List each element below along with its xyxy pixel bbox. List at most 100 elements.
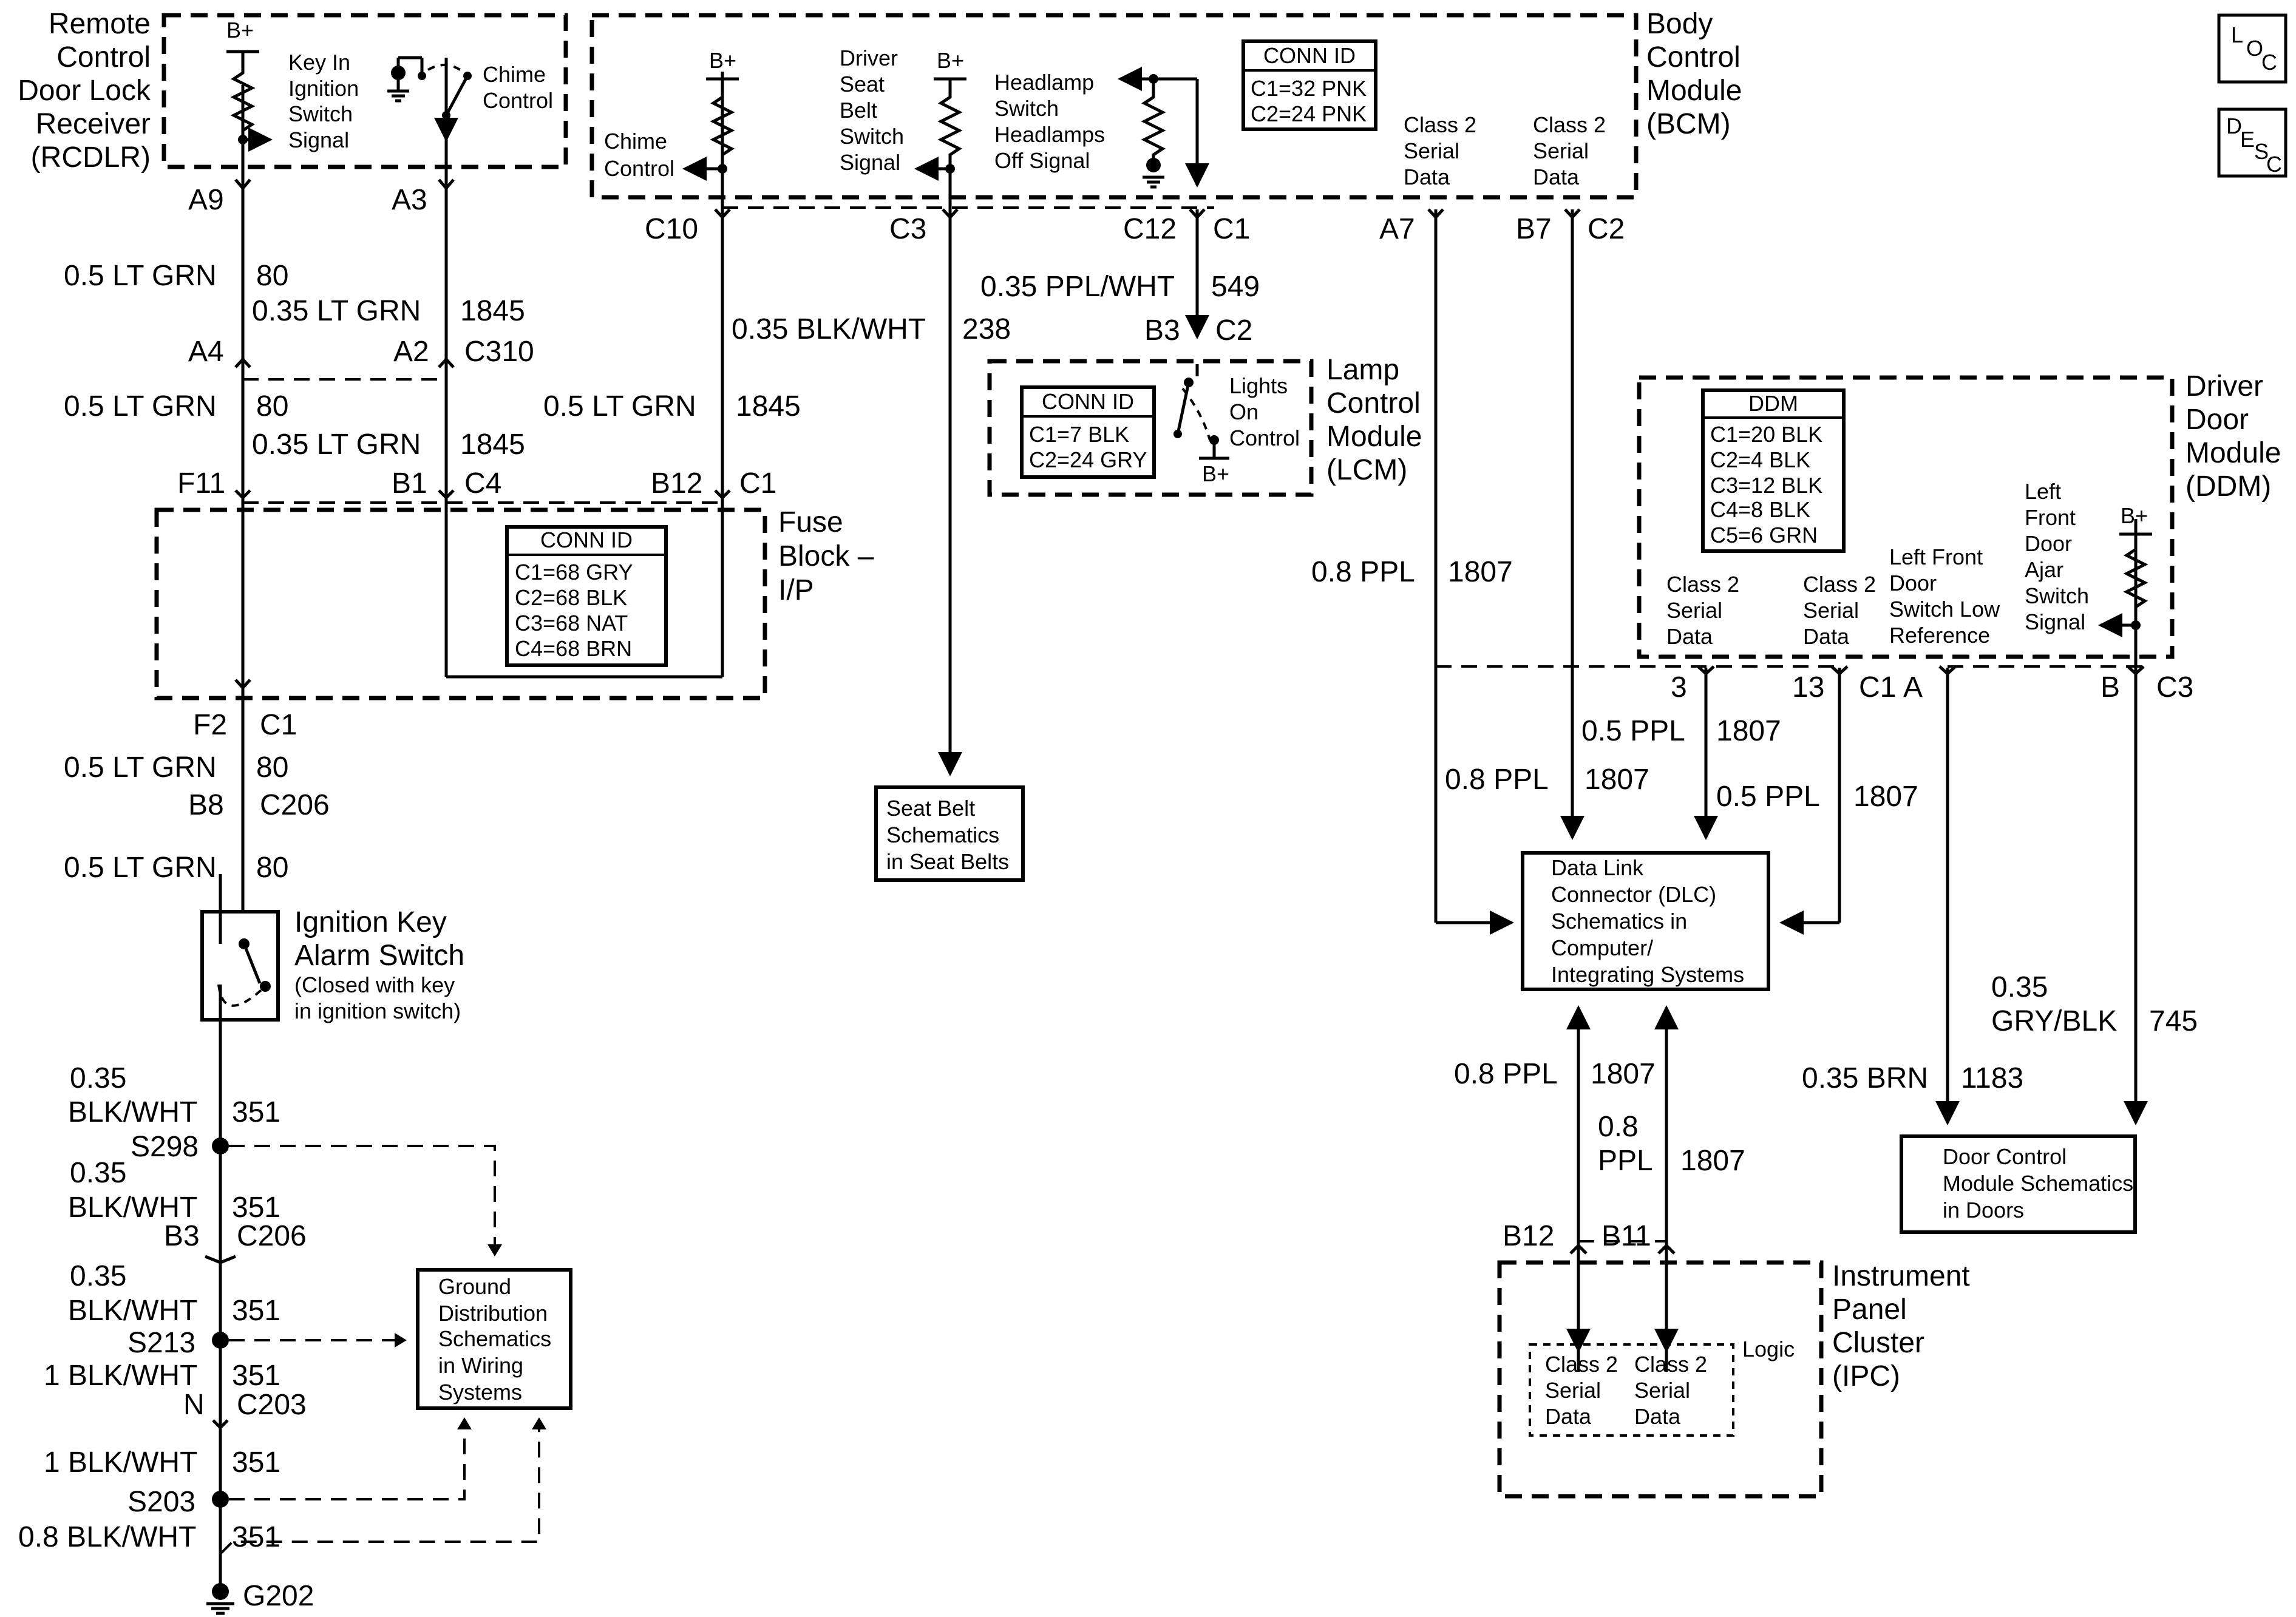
lcm-box xyxy=(987,359,1314,497)
svg-text:(DDM): (DDM) xyxy=(2186,470,2271,503)
svg-text:C2=24 GRY: C2=24 GRY xyxy=(1029,447,1147,472)
svg-text:B+: B+ xyxy=(709,48,736,73)
svg-text:B3: B3 xyxy=(1144,314,1180,347)
svg-text:0.5 LT GRN: 0.5 LT GRN xyxy=(64,852,217,884)
svg-text:GRY/BLK: GRY/BLK xyxy=(1991,1005,2117,1037)
svg-text:351: 351 xyxy=(232,1192,280,1224)
svg-text:Key In: Key In xyxy=(288,50,350,75)
svg-text:Data: Data xyxy=(1666,624,1713,649)
door-control-ref-box[interactable]: Door Control Module Schematics in Doors xyxy=(1900,1134,2137,1234)
svg-text:0.8 PPL: 0.8 PPL xyxy=(1445,764,1549,796)
svg-text:80: 80 xyxy=(256,390,288,422)
svg-text:C4=68 BRN: C4=68 BRN xyxy=(515,636,632,661)
ignition-switch-title: Ignition Key Alarm Switch (Closed with k… xyxy=(294,906,464,1023)
svg-text:E: E xyxy=(2240,127,2255,152)
ipc-box xyxy=(1497,1260,1824,1499)
ipc-wires xyxy=(1566,1005,1679,1372)
svg-text:Seat: Seat xyxy=(840,72,885,97)
svg-text:Distribution: Distribution xyxy=(438,1301,548,1326)
svg-text:Systems: Systems xyxy=(438,1380,522,1405)
svg-text:(BCM): (BCM) xyxy=(1646,108,1731,140)
svg-text:1845: 1845 xyxy=(460,295,525,327)
svg-text:Switch: Switch xyxy=(2025,583,2089,608)
description-icon[interactable]: D E S C xyxy=(2217,107,2288,178)
svg-text:C203: C203 xyxy=(237,1389,307,1421)
svg-text:Class 2: Class 2 xyxy=(1545,1352,1618,1377)
svg-text:PPL: PPL xyxy=(1598,1145,1653,1177)
bcm-title: Body Control Module (BCM) xyxy=(1646,8,1742,140)
svg-text:F2: F2 xyxy=(193,709,227,741)
svg-text:F11: F11 xyxy=(177,467,225,500)
svg-text:O: O xyxy=(2246,36,2263,61)
svg-text:Headlamps: Headlamps xyxy=(994,122,1105,147)
svg-text:C310: C310 xyxy=(464,336,534,368)
svg-text:B1: B1 xyxy=(392,467,427,500)
ground-distribution-ref-box[interactable]: Ground Distribution Schematics in Wiring… xyxy=(416,1268,572,1410)
svg-text:80: 80 xyxy=(256,260,288,292)
svg-text:1183: 1183 xyxy=(1961,1062,2023,1094)
svg-text:Class 2: Class 2 xyxy=(1634,1352,1707,1377)
svg-text:C10: C10 xyxy=(645,213,698,245)
svg-text:Headlamp: Headlamp xyxy=(994,70,1094,95)
svg-text:0.35 PPL/WHT: 0.35 PPL/WHT xyxy=(980,271,1175,303)
svg-text:Control: Control xyxy=(1229,425,1300,450)
svg-text:0.35 BRN: 0.35 BRN xyxy=(1802,1062,1928,1094)
svg-text:C: C xyxy=(2261,50,2277,75)
svg-text:Receiver: Receiver xyxy=(36,108,151,140)
svg-text:(LCM): (LCM) xyxy=(1326,454,1407,486)
svg-text:C3: C3 xyxy=(2156,671,2193,703)
svg-text:C12: C12 xyxy=(1123,213,1177,245)
svg-text:Cluster: Cluster xyxy=(1832,1327,1924,1359)
svg-text:0.5 PPL: 0.5 PPL xyxy=(1716,781,1820,813)
svg-text:C1=7 BLK: C1=7 BLK xyxy=(1029,422,1129,447)
svg-text:Alarm Switch: Alarm Switch xyxy=(294,940,464,972)
svg-text:238: 238 xyxy=(962,313,1011,345)
svg-text:0.35: 0.35 xyxy=(70,1062,126,1094)
svg-text:S: S xyxy=(2254,139,2269,164)
fuse-block-box xyxy=(154,507,767,700)
svg-text:BLK/WHT: BLK/WHT xyxy=(68,1192,197,1224)
svg-text:0.5 LT GRN: 0.5 LT GRN xyxy=(64,751,217,784)
svg-text:Data: Data xyxy=(1634,1404,1681,1429)
svg-text:Serial: Serial xyxy=(1545,1378,1601,1403)
svg-text:Module Schematics: Module Schematics xyxy=(1943,1171,2133,1196)
svg-text:L: L xyxy=(2231,22,2243,47)
svg-text:B7: B7 xyxy=(1516,213,1552,245)
svg-text:Door: Door xyxy=(2186,404,2249,436)
svg-text:in ignition switch): in ignition switch) xyxy=(294,998,461,1023)
dlc-ref-box[interactable]: Data Link Connector (DLC) Schematics in … xyxy=(1521,851,1770,991)
seat-belt-ref-box[interactable]: Seat Belt Schematics in Seat Belts xyxy=(874,785,1025,882)
svg-text:B11: B11 xyxy=(1601,1220,1651,1252)
svg-text:Instrument: Instrument xyxy=(1832,1260,1970,1292)
location-icon[interactable]: L O C xyxy=(2217,13,2288,84)
svg-text:0.35: 0.35 xyxy=(70,1260,126,1292)
svg-text:Integrating Systems: Integrating Systems xyxy=(1551,962,1744,987)
svg-text:0.8: 0.8 xyxy=(1598,1111,1639,1143)
svg-text:Off Signal: Off Signal xyxy=(994,148,1090,173)
svg-text:DDM: DDM xyxy=(1748,391,1798,416)
svg-text:Fuse: Fuse xyxy=(778,506,843,538)
svg-text:3: 3 xyxy=(1671,671,1687,703)
svg-text:Serial: Serial xyxy=(1666,598,1722,623)
svg-text:C1: C1 xyxy=(260,709,297,741)
svg-text:1845: 1845 xyxy=(736,390,801,422)
svg-text:0.5 LT GRN: 0.5 LT GRN xyxy=(64,390,217,422)
svg-text:S203: S203 xyxy=(127,1486,195,1518)
svg-text:On: On xyxy=(1229,399,1258,424)
ddm-box xyxy=(1637,375,2175,659)
svg-text:B+: B+ xyxy=(2121,503,2148,528)
svg-text:Module: Module xyxy=(1646,75,1742,107)
svg-text:Ground: Ground xyxy=(438,1274,511,1299)
svg-text:0.8 PPL: 0.8 PPL xyxy=(1454,1058,1558,1090)
svg-text:1 BLK/WHT: 1 BLK/WHT xyxy=(44,1360,197,1392)
svg-text:C5=6 GRN: C5=6 GRN xyxy=(1710,523,1818,547)
ignition-key-alarm-switch xyxy=(200,874,280,1590)
svg-text:Serial: Serial xyxy=(1404,138,1459,163)
svg-text:Signal: Signal xyxy=(840,150,900,175)
svg-text:Control: Control xyxy=(604,156,674,181)
svg-text:Remote: Remote xyxy=(49,8,151,40)
pin-labels: A9 A3 A4 A2 C310 F11 B1 C4 B12 C1 C10 C3… xyxy=(127,184,2193,1612)
svg-text:in Wiring: in Wiring xyxy=(438,1353,523,1378)
svg-text:C2=68 BLK: C2=68 BLK xyxy=(515,585,627,610)
ddm-wires xyxy=(1694,519,2152,1125)
